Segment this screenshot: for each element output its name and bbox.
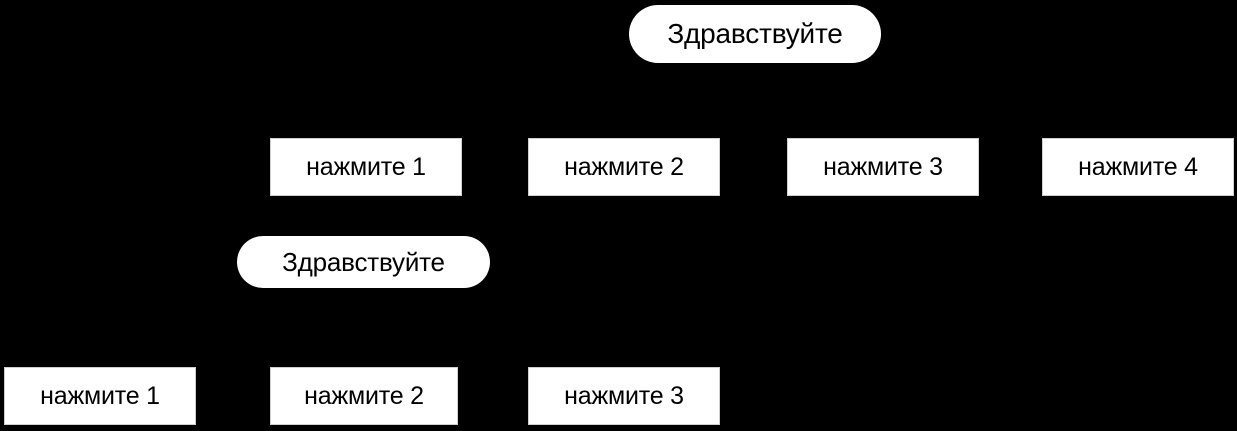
quick-reply-button-1-3[interactable]: нажмите 3: [787, 138, 979, 196]
quick-reply-button-1-4[interactable]: нажмите 4: [1042, 138, 1234, 196]
quick-reply-button-2-1[interactable]: нажмите 1: [4, 367, 196, 425]
quick-reply-button-2-2[interactable]: нажмите 2: [270, 367, 458, 425]
quick-reply-button-1-2[interactable]: нажмите 2: [528, 138, 720, 196]
bot-message-bubble-1: Здравствуйте: [629, 5, 881, 63]
bot-message-bubble-2: Здравствуйте: [237, 236, 490, 288]
quick-reply-button-1-1[interactable]: нажмите 1: [270, 138, 462, 196]
quick-reply-button-2-3[interactable]: нажмите 3: [528, 367, 720, 425]
